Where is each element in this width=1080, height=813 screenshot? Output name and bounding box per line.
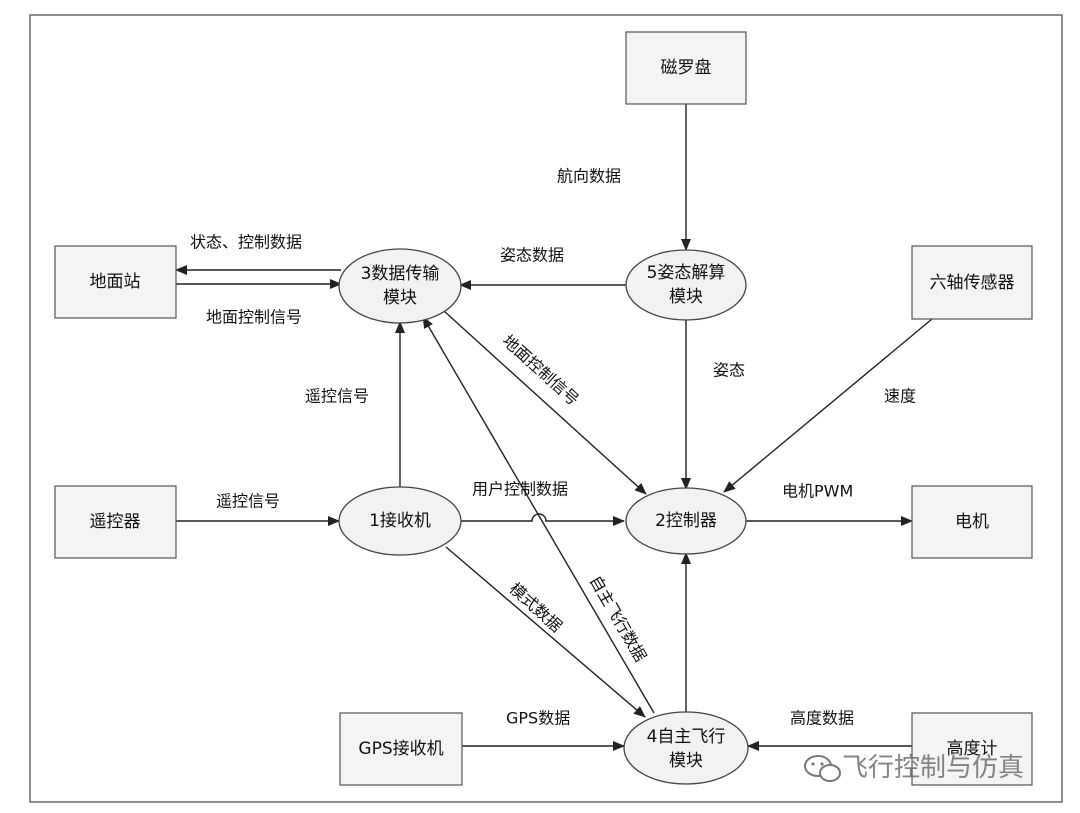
gps-receiver-label: GPS接收机 [358, 739, 443, 759]
data-transfer-module-node: 3数据传输 模块 [338, 248, 462, 324]
diagram-frame [29, 14, 1063, 803]
autonomous-flight-module-label-1: 4自主飞行 [647, 727, 726, 747]
remote-controller-box: 遥控器 [54, 485, 177, 559]
label-heading-data: 航向数据 [557, 167, 621, 186]
autonomous-flight-module-node: 4自主飞行 模块 [623, 711, 749, 785]
watermark: 飞行控制与仿真 [804, 753, 1024, 783]
wechat-icon [804, 755, 841, 782]
label-remote-signal-up: 遥控信号 [305, 387, 369, 406]
edge-data-transfer-to-controller [443, 310, 647, 495]
receiver-label: 1接收机 [369, 511, 431, 531]
label-attitude: 姿态 [713, 361, 745, 380]
ground-station-label: 地面站 [90, 272, 141, 292]
autonomous-flight-module-label-2: 模块 [669, 751, 703, 771]
label-attitude-data: 姿态数据 [500, 246, 564, 265]
controller-node: 2控制器 [625, 487, 747, 555]
watermark-text: 飞行控制与仿真 [842, 753, 1024, 783]
six-axis-sensor-box: 六轴传感器 [911, 245, 1033, 320]
controller-label: 2控制器 [655, 511, 717, 531]
motor-label: 电机 [955, 512, 989, 532]
label-remote-signal: 遥控信号 [216, 492, 280, 511]
edge-receiver-to-controller [461, 513, 625, 526]
compass-label: 磁罗盘 [661, 58, 712, 78]
label-speed: 速度 [884, 387, 916, 406]
gps-receiver-box: GPS接收机 [339, 712, 463, 786]
altimeter-box: 高度计 [911, 712, 1033, 786]
label-ground-control-signal-diagonal: 地面控制信号 [499, 331, 583, 409]
label-user-control-data: 用户控制数据 [472, 480, 568, 499]
data-transfer-module-label-2: 模块 [383, 288, 417, 308]
data-transfer-module-label-1: 3数据传输 [361, 264, 440, 284]
compass-box: 磁罗盘 [625, 31, 747, 105]
altimeter-label: 高度计 [947, 739, 998, 759]
label-mode-data: 模式数据 [506, 579, 566, 636]
label-ground-control-signal: 地面控制信号 [206, 308, 302, 327]
label-gps-data: GPS数据 [506, 709, 570, 728]
attitude-solver-module-node: 5姿态解算 模块 [625, 249, 747, 321]
receiver-node: 1接收机 [338, 486, 462, 556]
label-motor-pwm: 电机PWM [782, 482, 853, 501]
remote-controller-label: 遥控器 [90, 512, 141, 532]
six-axis-sensor-label: 六轴传感器 [930, 273, 1015, 293]
label-altitude-data: 高度数据 [790, 709, 854, 728]
edge-receiver-to-autonomous [445, 546, 646, 718]
attitude-solver-module-label-1: 5姿态解算 [647, 263, 726, 283]
attitude-solver-module-label-2: 模块 [669, 287, 703, 307]
edge-six-axis-to-controller [723, 318, 933, 493]
motor-box: 电机 [911, 485, 1033, 559]
ground-station-box: 地面站 [54, 245, 177, 319]
label-status-control-data: 状态、控制数据 [190, 233, 302, 252]
edge-autonomous-to-data-transfer [422, 316, 655, 714]
